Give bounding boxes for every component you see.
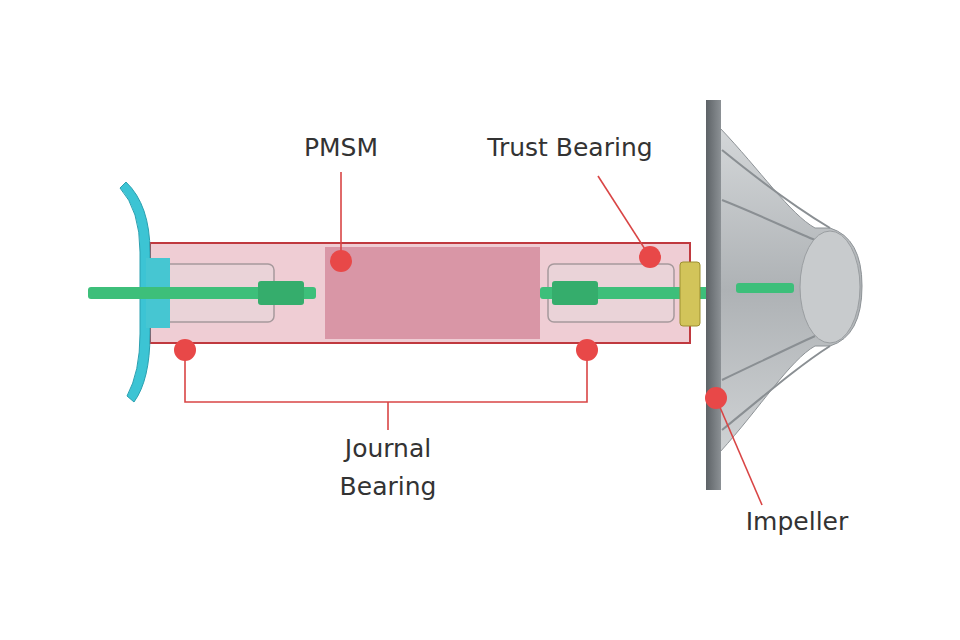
shaft-tip <box>736 283 794 293</box>
callout-dot <box>174 339 196 361</box>
callout-dot <box>639 246 661 268</box>
impeller-blade <box>722 346 830 430</box>
part-label: PMSM <box>261 129 421 167</box>
leader-line <box>598 176 650 257</box>
callout-dot <box>330 250 352 272</box>
leader-line <box>716 398 762 505</box>
shaft-hub <box>258 281 304 305</box>
pmsm-section <box>325 247 540 339</box>
part-label: Impeller <box>712 503 882 541</box>
bracket-line <box>185 350 587 402</box>
impeller-blade <box>722 336 815 380</box>
impeller-backplate <box>706 100 721 490</box>
shaft-hub <box>552 281 598 305</box>
part-label: Trust Bearing <box>455 129 685 167</box>
callout-dot <box>705 387 727 409</box>
part-label: Journal Bearing <box>323 430 453 506</box>
impeller-blade <box>722 200 815 240</box>
callout-dot <box>576 339 598 361</box>
impeller-body <box>720 128 862 452</box>
leader-line <box>340 172 342 261</box>
thrust-collar <box>680 262 700 326</box>
impeller-dome <box>800 231 860 343</box>
impeller-blade <box>722 150 830 228</box>
leader-line <box>387 402 389 430</box>
